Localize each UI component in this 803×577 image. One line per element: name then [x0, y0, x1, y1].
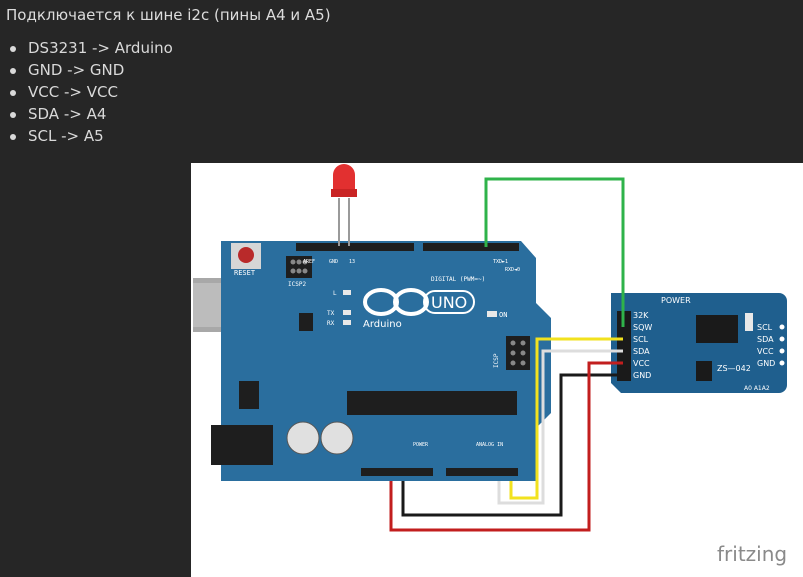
capacitor	[286, 421, 320, 455]
right-pin-gnd-label: GND	[757, 359, 775, 368]
rtc-chip	[696, 315, 738, 343]
rx-led	[343, 320, 351, 325]
atmega-chip	[347, 391, 517, 415]
connection-list: DS3231 -> Arduino GND -> GND VCC -> VCC …	[6, 37, 173, 147]
digital-header-right	[423, 243, 519, 251]
wiring-diagram: RESET ICSP2 AREF GND 13 DIGITAL (PWM=~) …	[191, 163, 803, 577]
on-led	[487, 311, 497, 317]
gnd-label: GND	[329, 259, 338, 265]
analog-header	[446, 468, 518, 476]
pin-sda-label: SDA	[633, 347, 650, 356]
icsp2-header	[286, 256, 312, 278]
wire-scl-yellow	[509, 337, 623, 500]
right-pin-scl-label: SCL	[757, 323, 773, 332]
l-led-label: L	[333, 290, 337, 297]
pin13-label: 13	[349, 259, 355, 265]
usb-chip	[299, 313, 313, 331]
tx-label: TX	[327, 310, 335, 317]
digital-label: DIGITAL (PWM=~)	[431, 276, 485, 283]
rtc-model-label: ZS—042	[717, 364, 751, 373]
pin-gnd-label: GND	[633, 371, 651, 380]
tx-led	[343, 310, 351, 315]
icsp-header	[506, 336, 530, 370]
rtc-left-pin-labels: 32K SQW SCL SDA VCC GND	[633, 311, 652, 380]
list-item: DS3231 -> Arduino	[6, 37, 173, 59]
list-item: SDA -> A4	[6, 103, 173, 125]
list-item: SCL -> A5	[6, 125, 173, 147]
reset-button-cap	[238, 247, 254, 263]
power-header	[361, 468, 433, 476]
page-heading: Подключается к шине i2c (пины A4 и A5)	[6, 6, 331, 24]
wire-vcc-red	[389, 361, 623, 532]
wire-gnd-black	[401, 373, 623, 517]
digital-header-left	[296, 243, 414, 251]
icsp-label: ICSP	[493, 353, 500, 368]
voltage-regulator	[239, 381, 259, 409]
rxd-label: RXD◄0	[505, 267, 520, 273]
rx-label: RX	[327, 320, 335, 327]
uno-label: UNO	[431, 293, 467, 312]
arduino-label: Arduino	[363, 319, 402, 330]
reset-label: RESET	[234, 269, 256, 277]
aref-label: AREF	[303, 259, 315, 265]
capacitor	[320, 421, 354, 455]
on-label: ON	[499, 311, 507, 319]
analog-in-label: ANALOG IN	[476, 442, 503, 448]
list-item: VCC -> VCC	[6, 81, 173, 103]
pin-sqw-label: SQW	[633, 323, 652, 332]
pin-32k-label: 32K	[633, 311, 649, 320]
pin-vcc-label: VCC	[633, 359, 650, 368]
rtc-right-pin-labels: SCL SDA VCC GND	[757, 323, 785, 368]
rtc-resistor	[745, 313, 753, 331]
l-led	[343, 290, 351, 295]
rtc-address-label: A0 A1A2	[744, 385, 770, 392]
wire-sqw-green	[484, 177, 625, 327]
red-led	[331, 164, 357, 246]
rtc-power-label: POWER	[661, 296, 691, 305]
arduino-logo	[363, 288, 475, 316]
list-item: GND -> GND	[6, 59, 173, 81]
txd-label: TXD►1	[493, 259, 508, 265]
right-pin-vcc-label: VCC	[757, 347, 774, 356]
right-pin-sda-label: SDA	[757, 335, 774, 344]
power-jack	[211, 425, 273, 465]
fritzing-watermark: fritzing	[717, 542, 787, 566]
arduino-board	[221, 241, 551, 481]
pin-scl-label: SCL	[633, 335, 649, 344]
rtc-eeprom	[696, 361, 712, 381]
power-label: POWER	[413, 442, 429, 448]
wire-sda-white	[497, 349, 623, 505]
icsp2-label: ICSP2	[288, 281, 306, 288]
wiring-diagram-svg: RESET ICSP2 AREF GND 13 DIGITAL (PWM=~) …	[193, 164, 787, 566]
